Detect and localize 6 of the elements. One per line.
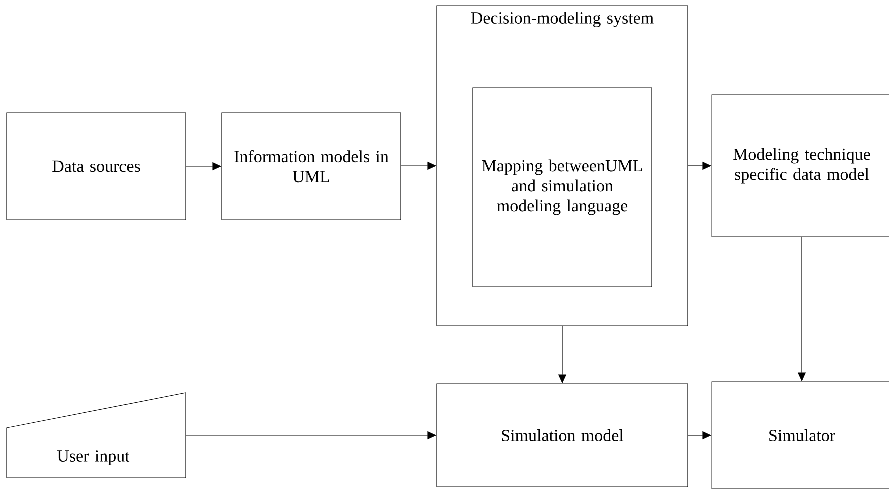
process-box: Simulation model — [436, 384, 688, 488]
process-box: Simulator — [712, 382, 889, 489]
process-box: Information models in UML — [222, 112, 402, 220]
process-box: Mapping betweenUML and simulation modeling language — [472, 88, 652, 288]
process-box: Modeling technique specific data model — [712, 94, 889, 238]
process-box: Data sources — [6, 112, 186, 220]
